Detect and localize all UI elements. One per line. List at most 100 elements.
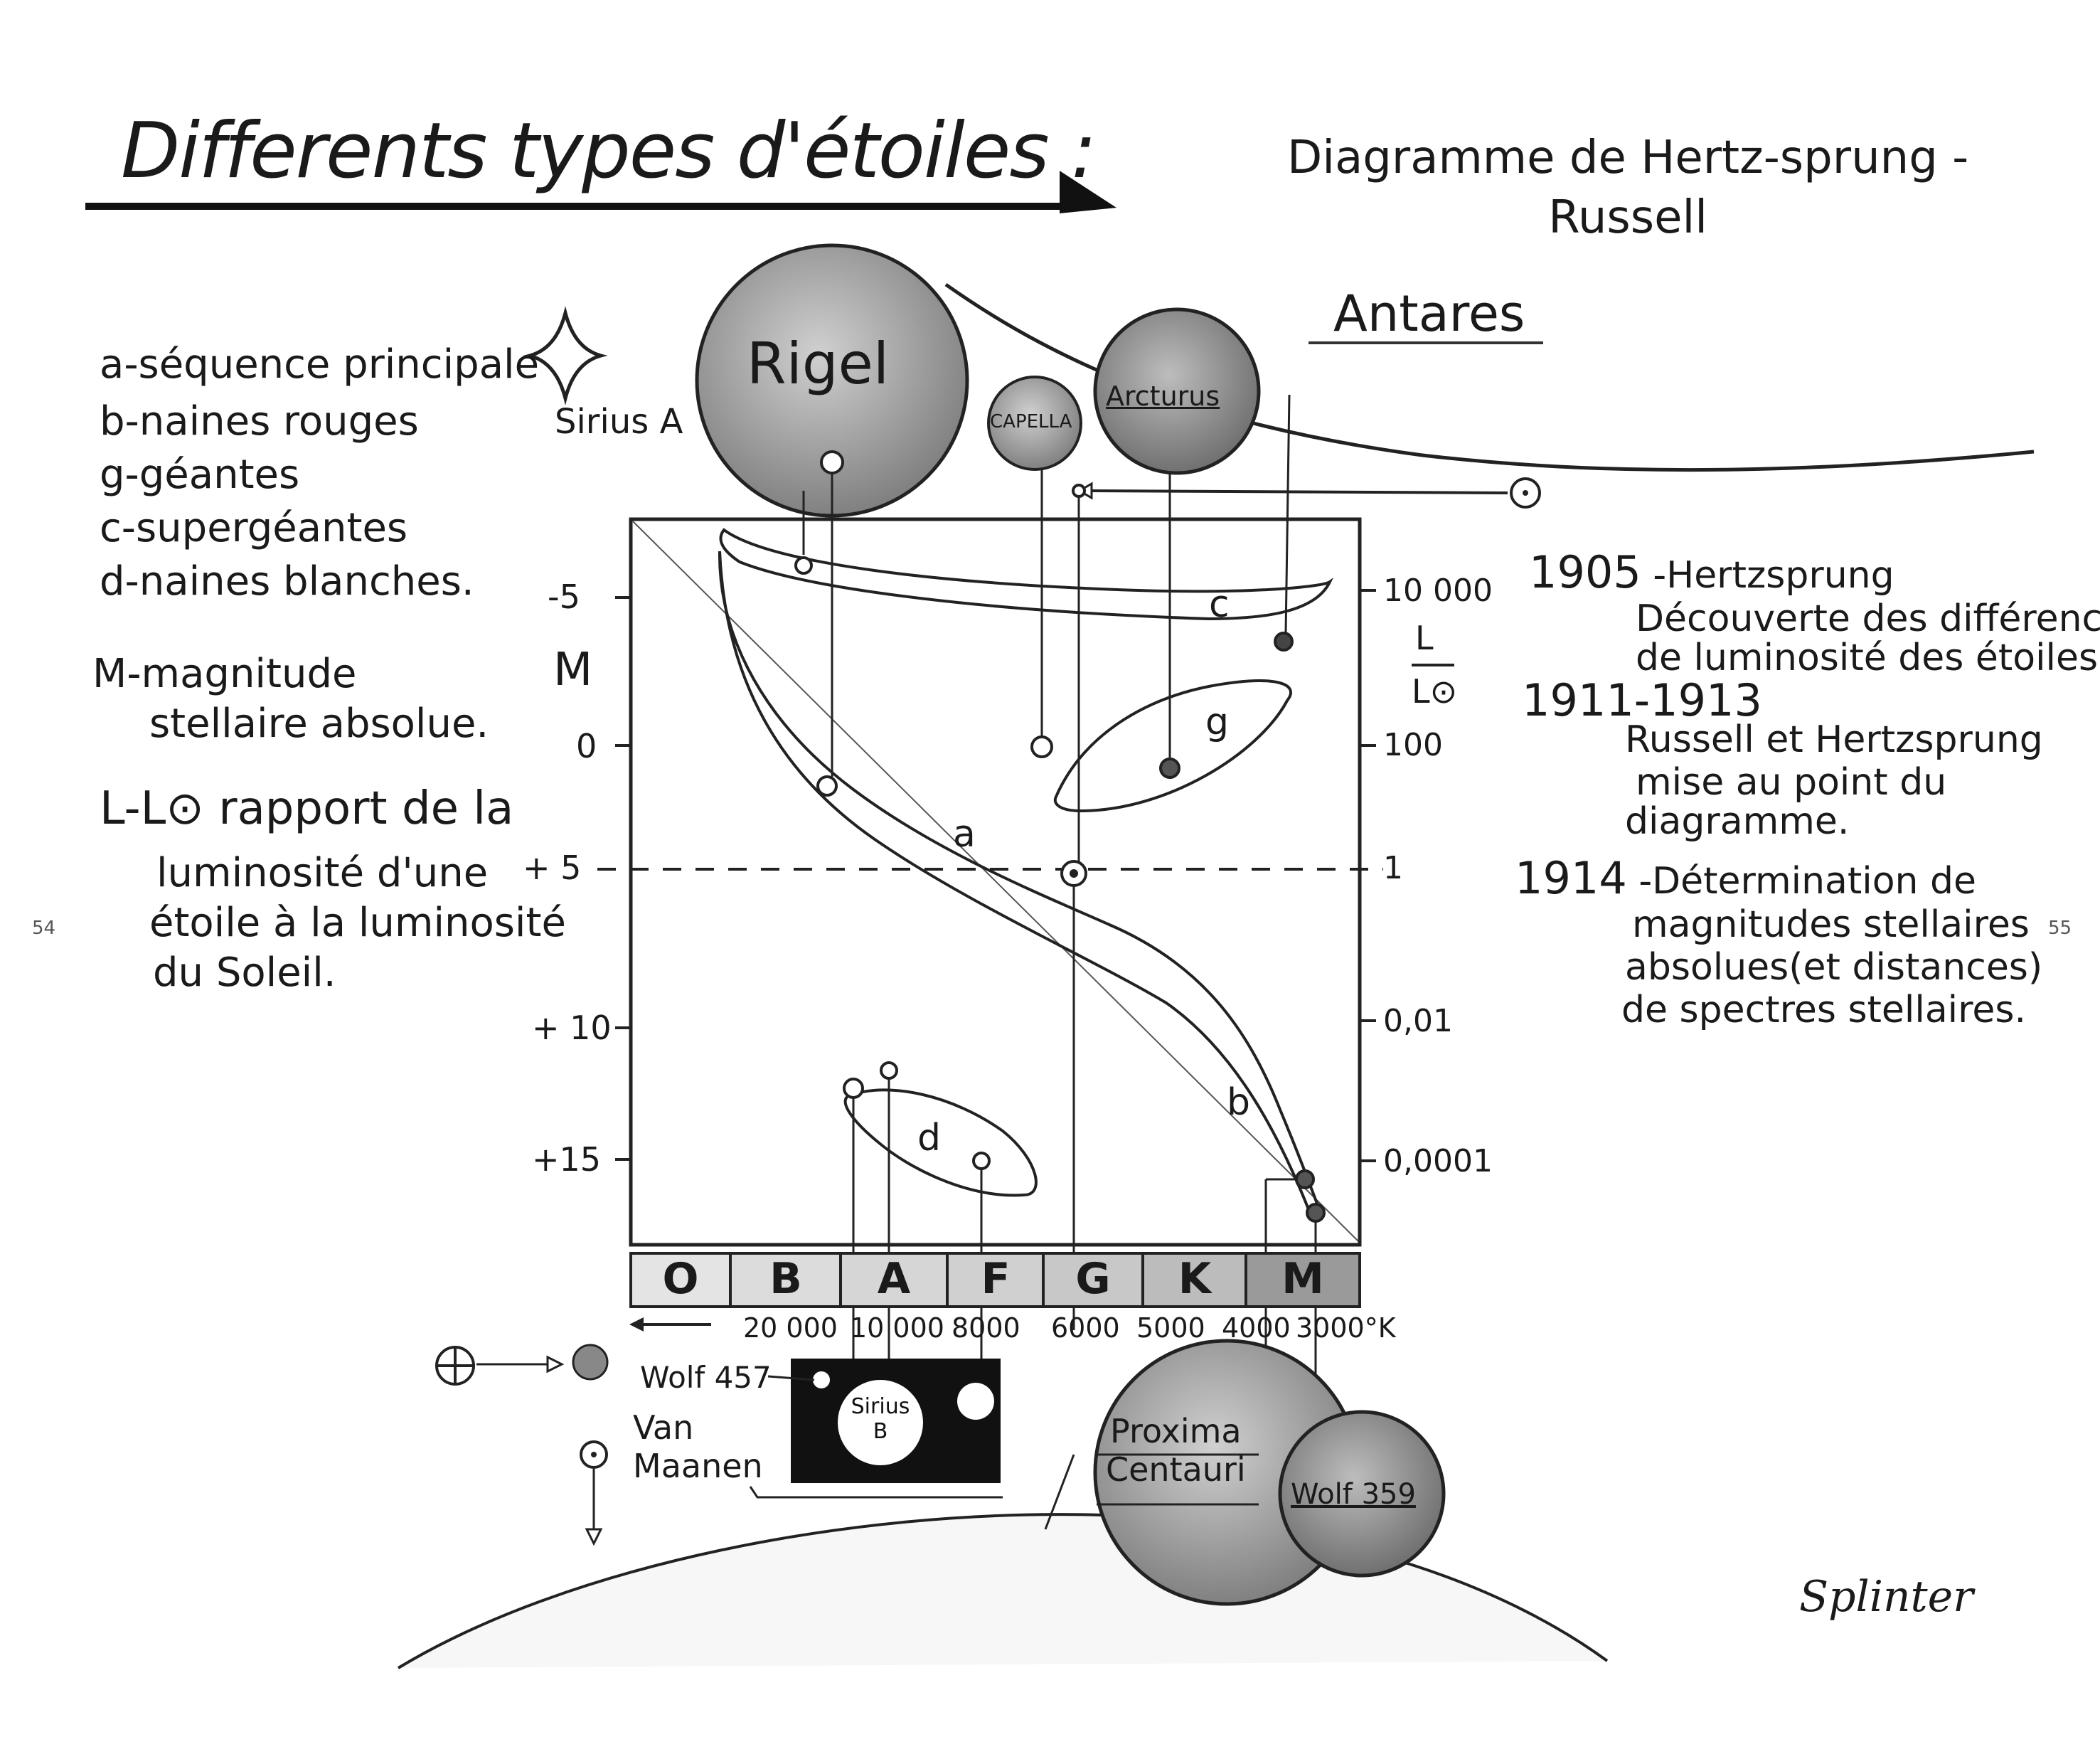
curve-label-g: g	[1205, 701, 1230, 743]
curve-label-c: c	[1209, 583, 1230, 626]
history-1914-year: 1914	[1515, 852, 1627, 904]
hr-plot-frame	[629, 517, 1362, 1247]
temp-3000k: 3000°K	[1296, 1312, 1396, 1344]
spectral-class-o: O	[662, 1254, 699, 1304]
axis-title-l-sun: L⊙	[1412, 672, 1458, 711]
sirius-a-label: Sirius A	[555, 402, 683, 442]
history-1905-line-1: -Hertzsprung	[1653, 554, 1894, 597]
sirius-b-label-line-1: Sirius	[851, 1394, 910, 1419]
legend-item-d: d-naines blanches.	[100, 558, 474, 605]
wolf359-sphere	[1278, 1410, 1446, 1578]
def-l-line-2: luminosité d'une	[156, 850, 489, 896]
proxima-label: Proxima Centauri	[1106, 1412, 1246, 1489]
def-l-line-1: L-L⊙ rapport de la	[100, 782, 514, 835]
arcturus-sphere	[1093, 307, 1261, 475]
capella-label: CAPELLA	[990, 411, 1072, 432]
temp-8000: 8000	[952, 1312, 1020, 1344]
spectral-class-k: K	[1178, 1254, 1212, 1304]
earth-sized-sphere	[572, 1344, 609, 1381]
wolf457-sphere	[813, 1371, 830, 1388]
diagram-subtitle: Diagramme de Hertz-sprung - Russell	[1287, 128, 1968, 248]
arcturus-label: Arcturus	[1106, 381, 1220, 412]
sun-arrow	[1091, 489, 1508, 494]
spectral-class-g: G	[1075, 1254, 1111, 1304]
sirius-b-sphere	[838, 1380, 923, 1465]
temp-20000: 20 000	[743, 1312, 838, 1344]
page-title: Differents types d'étoiles :	[121, 107, 1097, 196]
legend-item-a: a-séquence principale	[100, 341, 540, 388]
right-tick-label-2: 100	[1383, 727, 1443, 763]
axis-title-m: M	[553, 644, 593, 696]
proxima-label-line-1: Proxima	[1110, 1412, 1242, 1450]
curve-label-a: a	[953, 813, 976, 856]
curve-label-d: d	[917, 1117, 942, 1159]
history-1911-year: 1911-1913	[1522, 674, 1762, 726]
history-1905-line-2: Découverte des différences	[1636, 597, 2100, 640]
spectral-class-m: M	[1281, 1254, 1324, 1304]
diagonal-line	[632, 521, 1359, 1242]
legend-item-c: c-supergéantes	[100, 505, 408, 551]
history-1905-year: 1905	[1529, 546, 1641, 598]
subtitle-line-1: Diagramme de Hertz-sprung -	[1287, 132, 1969, 184]
temp-6000: 6000	[1051, 1312, 1120, 1344]
capella-sphere	[987, 376, 1082, 471]
left-tick-label-4: + 10	[532, 1009, 612, 1047]
van-maanen-label-line-1: Van	[633, 1408, 694, 1447]
giant-band-g	[1053, 679, 1292, 813]
right-tick-label-1: 10 000	[1383, 573, 1493, 609]
left-tick-label-5: +15	[532, 1140, 602, 1179]
artist-signature: Splinter	[1799, 1572, 1973, 1622]
page-number-left: 54	[32, 918, 56, 939]
curve-label-b: b	[1227, 1081, 1251, 1124]
history-1914-line-1: -Détermination de	[1638, 860, 1977, 903]
right-ticks	[1360, 589, 1376, 1162]
wolf359-label: Wolf 359	[1291, 1478, 1416, 1511]
supergiant-band-c	[719, 528, 1334, 621]
history-1905-line-3: de luminosité des étoiles	[1636, 637, 2099, 679]
wolf457-label: Wolf 457	[640, 1360, 772, 1395]
page-number-right: 55	[2048, 918, 2072, 939]
left-tick-label-1: -5	[548, 578, 580, 616]
legend-item-g: g-géantes	[100, 452, 300, 498]
axis-title-l: L	[1415, 619, 1434, 657]
rigel-label: Rigel	[747, 331, 890, 397]
def-l-line-4: du Soleil.	[153, 950, 336, 996]
spectral-class-f: F	[981, 1254, 1011, 1304]
van-maanen-label-line-2: Maanen	[633, 1447, 763, 1485]
def-m-line-2: stellaire absolue.	[149, 701, 489, 747]
history-1914: 1914 -Détermination de	[1515, 856, 1977, 903]
left-tick-label-2: 0	[576, 727, 597, 765]
spectral-class-b: B	[769, 1254, 802, 1304]
history-1914-line-3: absolues(et distances)	[1625, 946, 2043, 989]
left-tick-label-3: + 5	[523, 849, 582, 887]
spectral-strip	[629, 1252, 1361, 1308]
legend-item-b: b-naines rouges	[100, 398, 419, 445]
right-tick-label-3: 1	[1383, 850, 1403, 886]
history-1911: 1911-1913	[1522, 679, 1762, 725]
spectral-class-a: A	[877, 1254, 911, 1304]
temp-5000: 5000	[1136, 1312, 1205, 1344]
history-1905: 1905 -Hertzsprung	[1529, 551, 1894, 597]
temp-10000: 10 000	[850, 1312, 944, 1344]
sirius-a-star	[523, 306, 608, 405]
van-maanen-label: Van Maanen	[633, 1408, 763, 1485]
subtitle-line-2: Russell	[1548, 191, 1708, 244]
history-1911-line-1: Russell et Hertzsprung	[1625, 718, 2043, 761]
title-arrowhead	[1060, 171, 1116, 213]
antares-label: Antares	[1333, 285, 1525, 343]
antares-limb	[944, 282, 2035, 472]
history-1914-line-2: magnitudes stellaires	[1632, 903, 2030, 946]
plotted-points	[794, 450, 1326, 1223]
right-tick-label-5: 0,0001	[1383, 1143, 1493, 1179]
sirius-b-label: Sirius B	[841, 1394, 920, 1444]
history-1914-line-4: de spectres stellaires.	[1621, 989, 2026, 1031]
proxima-label-line-2: Centauri	[1106, 1450, 1246, 1489]
def-m-line-1: M-magnitude	[92, 651, 357, 697]
def-l-line-3: étoile à la luminosité	[149, 900, 566, 946]
history-1911-line-2: mise au point du	[1636, 761, 1947, 804]
star-8000k-sphere	[957, 1383, 994, 1420]
sirius-b-label-line-2: B	[873, 1419, 888, 1444]
right-tick-label-4: 0,01	[1383, 1003, 1453, 1039]
left-ticks	[615, 596, 631, 1161]
